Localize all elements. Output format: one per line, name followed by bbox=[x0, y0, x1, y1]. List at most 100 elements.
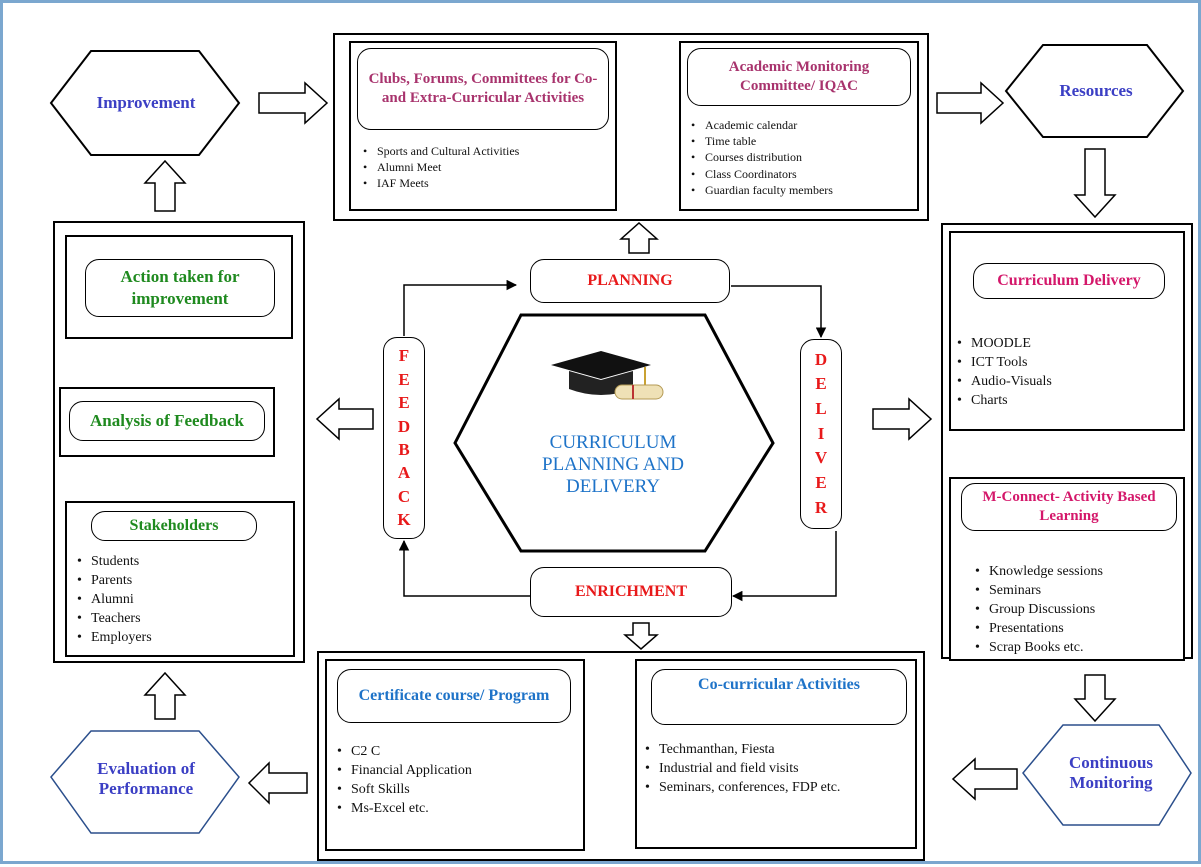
delivery-panel: Curriculum Delivery MOODLE ICT Tools Aud… bbox=[949, 231, 1185, 431]
stakeholders-title: Stakeholders bbox=[91, 511, 257, 541]
enrichment-label: ENRICHMENT bbox=[530, 567, 732, 617]
deliver-label: D E L I V E R bbox=[800, 339, 842, 529]
monitoring-label: Continuous Monitoring bbox=[1068, 753, 1154, 792]
line-enrichment-to-feedback bbox=[398, 539, 530, 597]
deliver-letter: E bbox=[815, 374, 827, 394]
feedback-letter: D bbox=[397, 416, 411, 436]
cocurricular-title: Co-curricular Activities bbox=[651, 669, 907, 725]
list-item: Sports and Cultural Activities bbox=[363, 143, 611, 159]
mconnect-panel: M-Connect- Activity Based Learning Knowl… bbox=[949, 477, 1185, 661]
certificate-list: C2 C Financial Application Soft Skills M… bbox=[337, 743, 573, 819]
clubs-panel: Clubs, Forums, Committees for Co- and Ex… bbox=[349, 41, 617, 211]
arrow-up-to-improvement bbox=[143, 159, 187, 212]
list-item: Guardian faculty members bbox=[691, 182, 915, 198]
analysis-title: Analysis of Feedback bbox=[69, 401, 265, 441]
academic-panel: Academic Monitoring Committee/ IQAC Acad… bbox=[679, 41, 919, 211]
clubs-list: Sports and Cultural Activities Alumni Me… bbox=[363, 143, 611, 192]
delivery-title: Curriculum Delivery bbox=[973, 263, 1165, 299]
list-item: Group Discussions bbox=[975, 601, 1181, 620]
arrow-monitoring-left bbox=[951, 757, 1018, 801]
action-title: Action taken for improvement bbox=[85, 259, 275, 317]
line-planning-to-deliver bbox=[731, 285, 827, 339]
list-item: Time table bbox=[691, 133, 915, 149]
list-item: Students bbox=[77, 553, 277, 572]
monitoring-hexagon bbox=[1022, 724, 1192, 826]
graduation-cap-icon bbox=[551, 351, 664, 400]
action-panel: Action taken for improvement bbox=[65, 235, 293, 339]
evaluation-hexagon bbox=[50, 730, 240, 834]
list-item: Class Coordinators bbox=[691, 166, 915, 182]
feedback-letter: F bbox=[398, 346, 410, 366]
list-item: Scrap Books etc. bbox=[975, 639, 1181, 658]
feedback-letter: E bbox=[398, 393, 410, 413]
certificate-title: Certificate course/ Program bbox=[337, 669, 571, 723]
improvement-hexagon bbox=[49, 50, 241, 156]
feedback-label: F E E D B A C K bbox=[383, 337, 425, 539]
arrow-planning-up bbox=[619, 221, 659, 254]
feedback-letter: K bbox=[397, 510, 411, 530]
academic-list: Academic calendar Time table Courses dis… bbox=[691, 117, 915, 198]
list-item: Financial Application bbox=[337, 762, 573, 781]
arrow-mconnect-down bbox=[1073, 674, 1117, 723]
arrow-resources-down bbox=[1073, 148, 1117, 219]
list-item: Knowledge sessions bbox=[975, 563, 1181, 582]
list-item: Soft Skills bbox=[337, 781, 573, 800]
stakeholders-panel: Stakeholders Students Parents Alumni Tea… bbox=[65, 501, 295, 657]
list-item: Alumni Meet bbox=[363, 159, 611, 175]
list-item: ICT Tools bbox=[957, 354, 1177, 373]
arrow-deliver-right bbox=[872, 397, 933, 441]
arrow-academic-to-resources bbox=[936, 81, 1005, 125]
analysis-panel: Analysis of Feedback bbox=[59, 387, 275, 457]
feedback-letter: C bbox=[397, 486, 411, 506]
list-item: Parents bbox=[77, 572, 277, 591]
list-item: Academic calendar bbox=[691, 117, 915, 133]
planning-label: PLANNING bbox=[530, 259, 730, 303]
list-item: IAF Meets bbox=[363, 175, 611, 191]
deliver-letter: E bbox=[815, 472, 827, 492]
improvement-label: Improvement bbox=[96, 93, 196, 112]
list-item: Alumni bbox=[77, 591, 277, 610]
deliver-letter: D bbox=[814, 349, 828, 369]
list-item: Courses distribution bbox=[691, 149, 915, 165]
resources-label: Resources bbox=[1059, 81, 1133, 100]
list-item: Audio-Visuals bbox=[957, 373, 1177, 392]
stakeholders-list: Students Parents Alumni Teachers Employe… bbox=[77, 553, 277, 647]
arrow-certificate-left bbox=[247, 761, 308, 805]
list-item: Seminars bbox=[975, 582, 1181, 601]
certificate-panel: Certificate course/ Program C2 C Financi… bbox=[325, 659, 585, 851]
cocurricular-panel: Co-curricular Activities Techmanthan, Fi… bbox=[635, 659, 917, 849]
mconnect-list: Knowledge sessions Seminars Group Discus… bbox=[975, 563, 1181, 657]
line-feedback-to-planning bbox=[403, 279, 518, 336]
deliver-letter: V bbox=[814, 448, 828, 468]
center-hexagon bbox=[453, 313, 775, 553]
deliver-letter: L bbox=[815, 399, 827, 419]
arrow-enrichment-down bbox=[623, 622, 659, 650]
list-item: Industrial and field visits bbox=[645, 760, 915, 779]
feedback-letter: E bbox=[398, 369, 410, 389]
mconnect-title: M-Connect- Activity Based Learning bbox=[961, 483, 1177, 531]
arrow-improvement-to-clubs bbox=[258, 81, 329, 125]
feedback-letter: B bbox=[398, 440, 410, 459]
arrow-evaluation-up bbox=[143, 671, 187, 720]
deliver-letter: I bbox=[817, 423, 825, 443]
evaluation-label: Evaluation of Performance bbox=[97, 759, 195, 798]
list-item: Ms-Excel etc. bbox=[337, 800, 573, 819]
list-item: Seminars, conferences, FDP etc. bbox=[645, 779, 915, 798]
academic-title: Academic Monitoring Committee/ IQAC bbox=[687, 48, 911, 106]
list-item: Presentations bbox=[975, 620, 1181, 639]
deliver-letter: R bbox=[814, 497, 828, 517]
arrow-feedback-left bbox=[315, 397, 374, 441]
list-item: Employers bbox=[77, 629, 277, 648]
cocurricular-list: Techmanthan, Fiesta Industrial and field… bbox=[645, 741, 915, 798]
list-item: MOODLE bbox=[957, 335, 1177, 354]
feedback-letter: A bbox=[397, 463, 411, 483]
delivery-list: MOODLE ICT Tools Audio-Visuals Charts bbox=[957, 335, 1177, 411]
line-deliver-to-enrichment bbox=[731, 531, 837, 602]
list-item: Charts bbox=[957, 392, 1177, 411]
list-item: Techmanthan, Fiesta bbox=[645, 741, 915, 760]
list-item: Teachers bbox=[77, 610, 277, 629]
center-title: CURRICULUM PLANNING AND DELIVERY bbox=[542, 432, 684, 497]
list-item: C2 C bbox=[337, 743, 573, 762]
resources-hexagon bbox=[1004, 44, 1185, 138]
